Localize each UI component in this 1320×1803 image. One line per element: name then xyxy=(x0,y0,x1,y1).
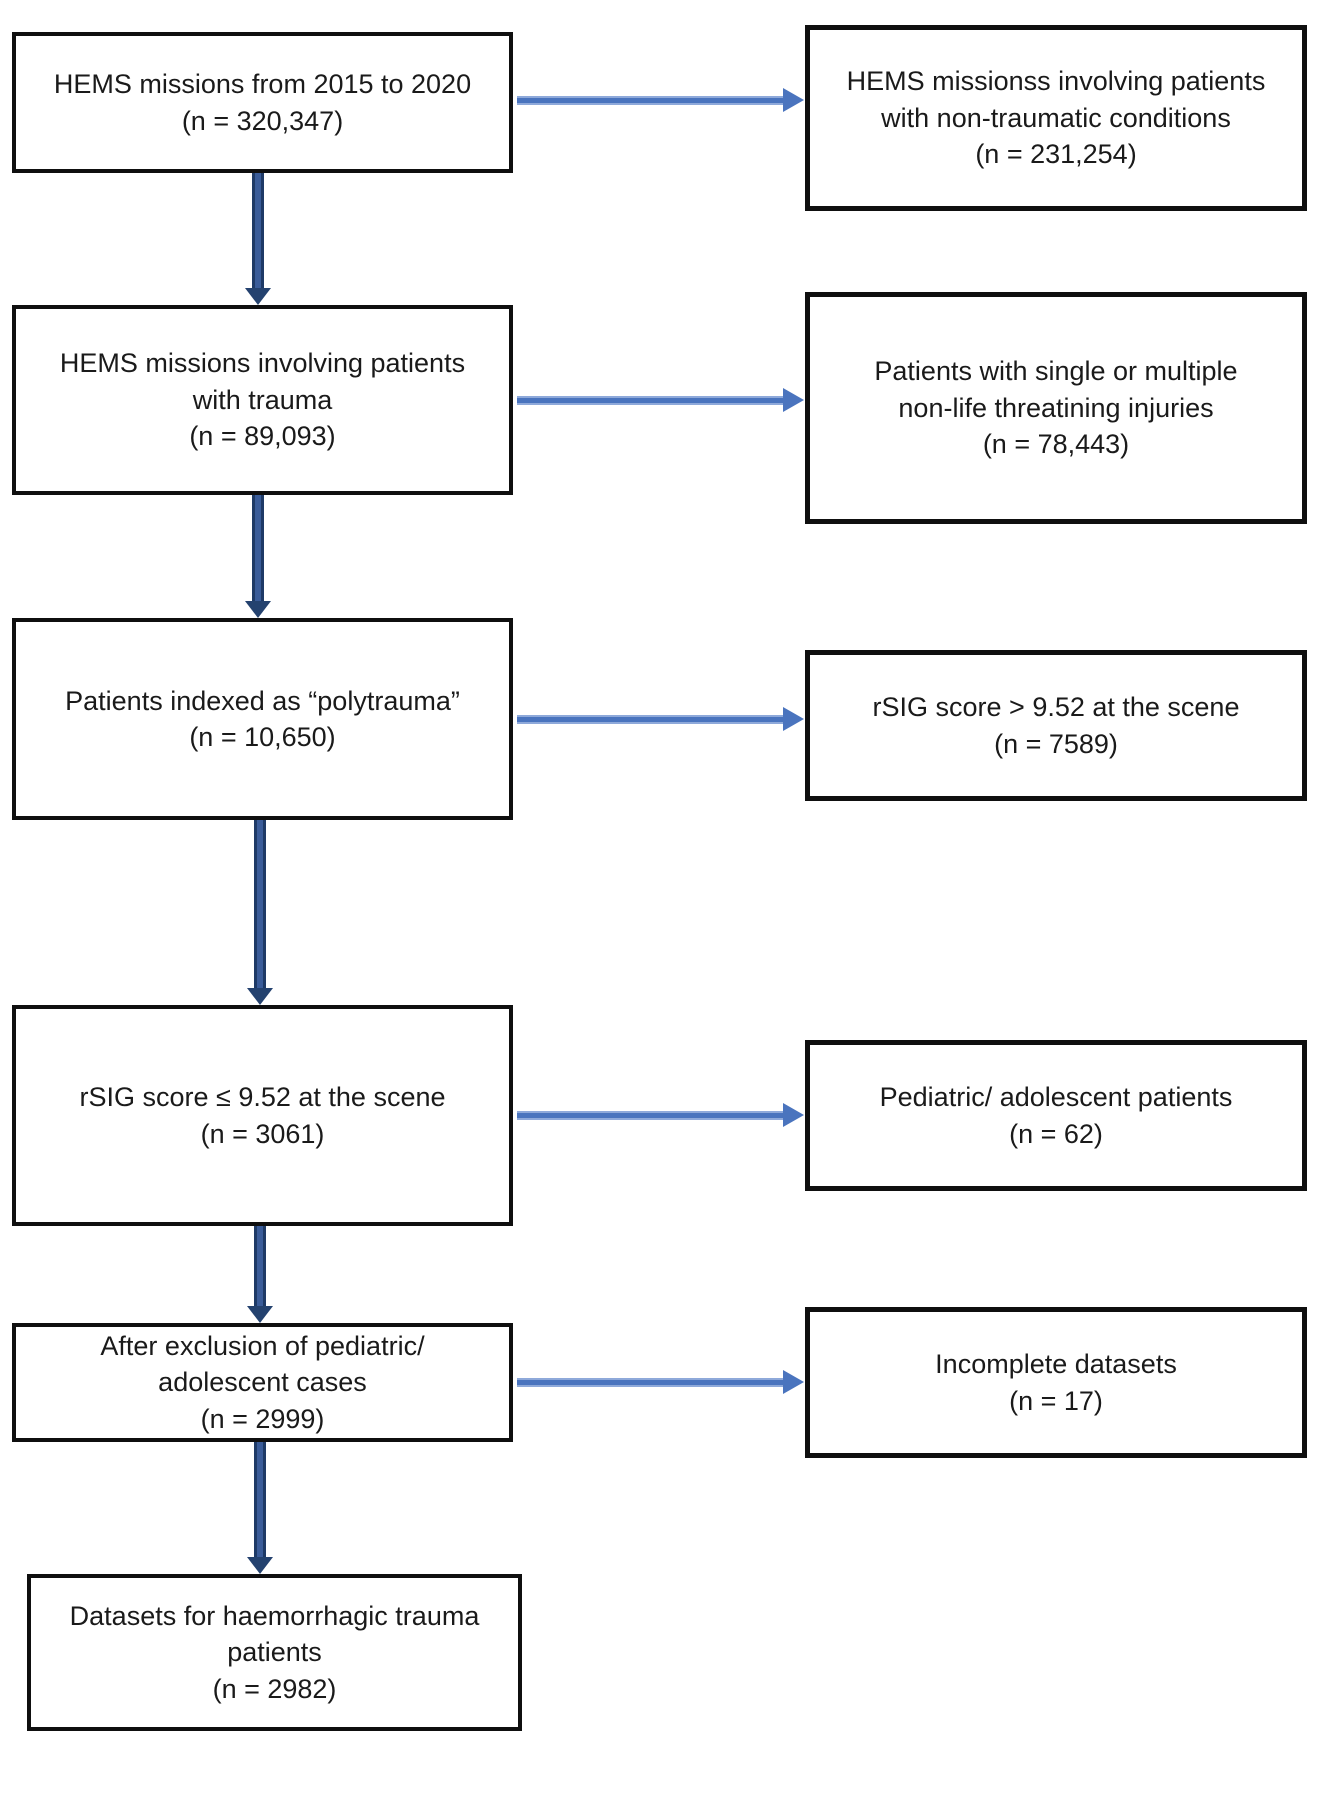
box-text-line: patients xyxy=(227,1637,322,1668)
box-text-line: (n = 78,443) xyxy=(982,429,1130,460)
box-text-line: rSIG score > 9.52 at the scene xyxy=(872,692,1240,723)
box-text-line: Pediatric/ adolescent patients xyxy=(879,1082,1233,1113)
box-text-line: HEMS missions from 2015 to 2020 xyxy=(53,69,472,100)
box-excluded-non-life-threatening: Patients with single or multiple non-lif… xyxy=(805,292,1307,524)
box-hems-missions-2015-2020: HEMS missions from 2015 to 2020 (n = 320… xyxy=(12,32,513,173)
box-text-line: HEMS missions involving patients xyxy=(59,348,466,379)
box-datasets-haemorrhagic: Datasets for haemorrhagic trauma patient… xyxy=(27,1574,522,1731)
box-text-line: (n = 62) xyxy=(1009,1118,1103,1149)
box-excluded-incomplete-datasets: Incomplete datasets (n = 17) xyxy=(805,1307,1307,1458)
box-text-line: HEMS missionss involving patients xyxy=(846,66,1266,97)
box-text-line: (n = 2999) xyxy=(200,1403,325,1434)
box-text-line: (n = 2982) xyxy=(212,1673,337,1704)
box-hems-missions-trauma: HEMS missions involving patients with tr… xyxy=(12,305,513,495)
box-excluded-pediatric-adolescent: Pediatric/ adolescent patients (n = 62) xyxy=(805,1040,1307,1191)
box-text-line: (n = 231,254) xyxy=(975,139,1137,170)
box-after-exclusion-pediatric: After exclusion of pediatric/ adolescent… xyxy=(12,1323,513,1442)
box-text-line: (n = 17) xyxy=(1009,1385,1103,1416)
box-text-line: (n = 320,347) xyxy=(181,105,344,136)
box-text-line: with trauma xyxy=(192,384,333,415)
box-text-line: After exclusion of pediatric/ xyxy=(100,1330,425,1361)
box-text-line: (n = 7589) xyxy=(994,728,1118,759)
box-patients-polytrauma: Patients indexed as “polytrauma” (n = 10… xyxy=(12,618,513,820)
box-text-line: (n = 3061) xyxy=(200,1118,325,1149)
box-text-line: (n = 89,093) xyxy=(189,421,336,452)
box-text-line: Patients with single or multiple xyxy=(874,356,1238,387)
box-excluded-rsig-above-threshold: rSIG score > 9.52 at the scene (n = 7589… xyxy=(805,650,1307,801)
box-text-line: Patients indexed as “polytrauma” xyxy=(65,685,460,716)
box-excluded-non-traumatic: HEMS missionss involving patients with n… xyxy=(805,25,1307,211)
box-text-line: with non-traumatic conditions xyxy=(881,102,1231,133)
box-text-line: Incomplete datasets xyxy=(935,1349,1177,1380)
box-text-line: non-life threatining injuries xyxy=(898,392,1214,423)
box-text-line: rSIG score ≤ 9.52 at the scene xyxy=(79,1082,446,1113)
box-text-line: Datasets for haemorrhagic trauma xyxy=(69,1600,480,1631)
box-rsig-below-threshold: rSIG score ≤ 9.52 at the scene (n = 3061… xyxy=(12,1005,513,1226)
box-text-line: (n = 10,650) xyxy=(189,722,336,752)
box-text-line: adolescent cases xyxy=(158,1367,367,1398)
